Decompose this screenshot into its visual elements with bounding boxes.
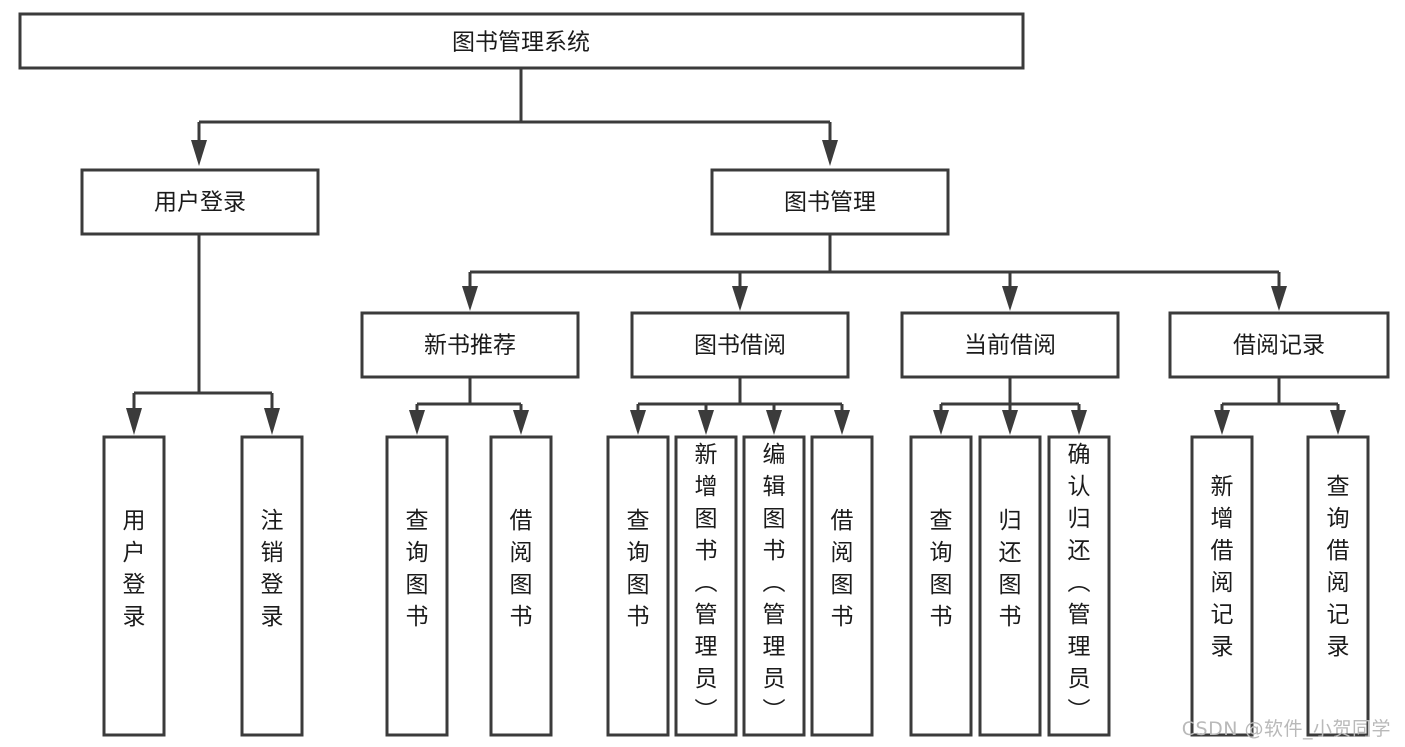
connector-group-borrow-records — [1214, 377, 1346, 435]
arrow-book-borrow-child-1-icon — [630, 410, 646, 435]
leaf-current-confirm-return-label: 确认归还︵管理员︶ — [1068, 442, 1091, 724]
leaf-borrow-edit-book[interactable]: 编辑图书︵管理员︶ — [742, 435, 806, 737]
leaf-borrow-edit-book-box — [742, 435, 806, 737]
leaf-current-confirm-return-box — [1047, 435, 1111, 737]
leaf-new-book-borrow-label: 借阅图书 — [510, 508, 533, 630]
connector-group-root — [191, 68, 838, 166]
leaf-current-query-book[interactable]: 查询图书 — [909, 435, 973, 737]
node-user-login-box — [80, 168, 320, 236]
leaf-current-query-book-label: 查询图书 — [930, 508, 953, 630]
leaf-borrow-query-book[interactable]: 查询图书 — [606, 435, 670, 737]
node-user-login-label: 用户登录 — [154, 190, 246, 216]
node-current-borrow[interactable]: 当前借阅 — [900, 311, 1120, 379]
connector-group-current-borrow — [933, 377, 1087, 435]
leaf-records-query-record-label: 查询借阅记录 — [1327, 474, 1350, 660]
node-book-borrow-box — [630, 311, 850, 379]
leaf-current-confirm-return[interactable]: 确认归还︵管理员︶ — [1047, 435, 1111, 737]
leaf-borrow-edit-book-label: 编辑图书︵管理员︶ — [763, 442, 786, 724]
leaf-new-book-borrow[interactable]: 借阅图书 — [489, 435, 553, 737]
node-borrow-records[interactable]: 借阅记录 — [1168, 311, 1390, 379]
leaf-borrow-borrow-book-box — [810, 435, 874, 737]
arrow-new-book-rec-child-2-icon — [513, 410, 529, 435]
node-book-borrow[interactable]: 图书借阅 — [630, 311, 850, 379]
leaf-user-login-login[interactable]: 用户登录 — [102, 435, 166, 737]
leaf-borrow-borrow-book-label: 借阅图书 — [831, 508, 854, 630]
arrow-book-mgmt-child-3-icon — [1002, 286, 1018, 311]
leaf-user-login-logout-label: 注销登录 — [261, 508, 284, 630]
connector-group-book-borrow — [630, 377, 850, 435]
node-borrow-records-label: 借阅记录 — [1233, 333, 1325, 359]
node-current-borrow-box — [900, 311, 1120, 379]
arrow-book-borrow-child-2-icon — [698, 410, 714, 435]
arrow-book-mgmt-child-4-icon — [1271, 286, 1287, 311]
leaf-borrow-query-book-box — [606, 435, 670, 737]
arrow-user-login-child-2-icon — [264, 408, 280, 435]
leaf-records-query-record-box — [1306, 435, 1370, 737]
leaf-borrow-add-book[interactable]: 新增图书︵管理员︶ — [674, 435, 738, 737]
node-root-system-box — [18, 12, 1025, 70]
node-root-system[interactable]: 图书管理系统 — [18, 12, 1025, 70]
connector-group-book-mgmt — [462, 234, 1287, 311]
node-user-login[interactable]: 用户登录 — [80, 168, 320, 236]
arrow-root-to-book-mgmt-icon — [822, 140, 838, 166]
arrow-user-login-child-1-icon — [126, 408, 142, 435]
arrow-borrow-records-child-1-icon — [1214, 410, 1230, 435]
leaf-user-login-login-label: 用户登录 — [123, 508, 146, 630]
arrow-book-borrow-child-4-icon — [834, 410, 850, 435]
arrow-current-borrow-child-2-icon — [1002, 410, 1018, 435]
leaf-current-return-book[interactable]: 归还图书 — [978, 435, 1042, 737]
node-current-borrow-label: 当前借阅 — [964, 333, 1056, 359]
leaf-records-query-record[interactable]: 查询借阅记录 — [1306, 435, 1370, 737]
node-new-book-recommend-label: 新书推荐 — [424, 333, 516, 359]
leaf-current-return-book-box — [978, 435, 1042, 737]
node-book-management-box — [710, 168, 950, 236]
leaf-new-book-query[interactable]: 查询图书 — [385, 435, 449, 737]
connector-group-user-login — [126, 234, 280, 435]
arrow-current-borrow-child-3-icon — [1071, 410, 1087, 435]
leaf-records-add-record-box — [1190, 435, 1254, 737]
leaf-borrow-add-book-box — [674, 435, 738, 737]
csdn-watermark: CSDN @软件_小贺同学 — [1181, 718, 1391, 740]
node-book-management-label: 图书管理 — [784, 190, 876, 216]
leaf-current-query-book-box — [909, 435, 973, 737]
arrow-root-to-user-login-icon — [191, 140, 207, 166]
leaf-user-login-login-box — [102, 435, 166, 737]
leaf-new-book-query-label: 查询图书 — [406, 508, 429, 630]
leaf-user-login-logout-box — [240, 435, 304, 737]
arrow-new-book-rec-child-1-icon — [409, 410, 425, 435]
leaf-borrow-borrow-book[interactable]: 借阅图书 — [810, 435, 874, 737]
leaf-current-return-book-label: 归还图书 — [999, 508, 1022, 630]
arrow-borrow-records-child-2-icon — [1330, 410, 1346, 435]
connector-group-new-book-rec — [409, 377, 529, 435]
arrow-book-borrow-child-3-icon — [766, 410, 782, 435]
node-book-borrow-label: 图书借阅 — [694, 333, 786, 359]
leaf-records-add-record[interactable]: 新增借阅记录 — [1190, 435, 1254, 737]
leaf-user-login-logout[interactable]: 注销登录 — [240, 435, 304, 737]
arrow-book-mgmt-child-2-icon — [732, 286, 748, 311]
arrow-book-mgmt-child-1-icon — [462, 286, 478, 311]
node-new-book-recommend[interactable]: 新书推荐 — [360, 311, 580, 379]
leaf-new-book-query-box — [385, 435, 449, 737]
leaf-borrow-add-book-label: 新增图书︵管理员︶ — [695, 442, 718, 724]
arrow-current-borrow-child-1-icon — [933, 410, 949, 435]
leaf-new-book-borrow-box — [489, 435, 553, 737]
leaf-borrow-query-book-label: 查询图书 — [627, 508, 650, 630]
node-borrow-records-box — [1168, 311, 1390, 379]
leaf-records-add-record-label: 新增借阅记录 — [1211, 474, 1234, 660]
node-new-book-recommend-box — [360, 311, 580, 379]
node-book-management[interactable]: 图书管理 — [710, 168, 950, 236]
node-root-system-label: 图书管理系统 — [452, 30, 590, 56]
